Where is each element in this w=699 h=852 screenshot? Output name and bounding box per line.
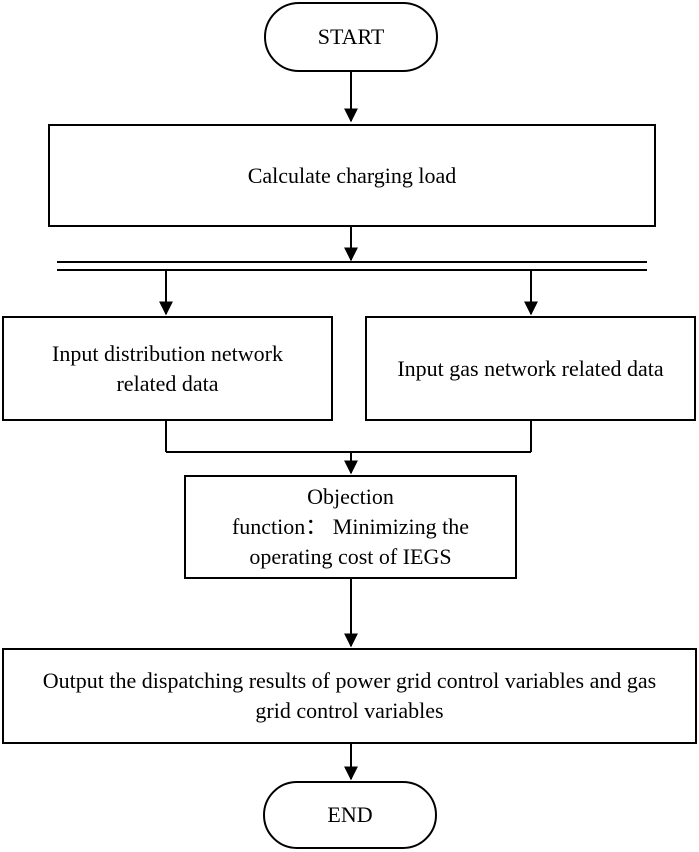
- calculate-charging-load-box: Calculate charging load: [48, 124, 656, 227]
- gas-network-input-box: Input gas network related data: [365, 316, 696, 421]
- end-terminal: END: [263, 781, 437, 849]
- output-line1: Output the dispatching results of power …: [42, 668, 657, 693]
- start-terminal: START: [264, 2, 438, 72]
- calculate-charging-load-label: Calculate charging load: [247, 162, 457, 188]
- end-label: END: [327, 802, 373, 827]
- dispatching-results-output-box: Output the dispatching results of power …: [2, 648, 697, 744]
- distribution-network-line1: Input distribution network: [52, 340, 283, 366]
- objective-line2: function： Minimizing the: [231, 514, 470, 539]
- objective-line3: operating cost of IEGS: [249, 544, 452, 569]
- start-label: START: [317, 24, 385, 49]
- distribution-network-input-box: Input distribution network related data: [2, 316, 333, 421]
- output-line2: grid control variables: [255, 698, 444, 723]
- objective-line1: Objection: [307, 484, 394, 509]
- objective-function-box: Objection function： Minimizing the opera…: [184, 475, 517, 579]
- gas-network-label: Input gas network related data: [397, 355, 664, 381]
- distribution-network-line2: related data: [116, 370, 219, 396]
